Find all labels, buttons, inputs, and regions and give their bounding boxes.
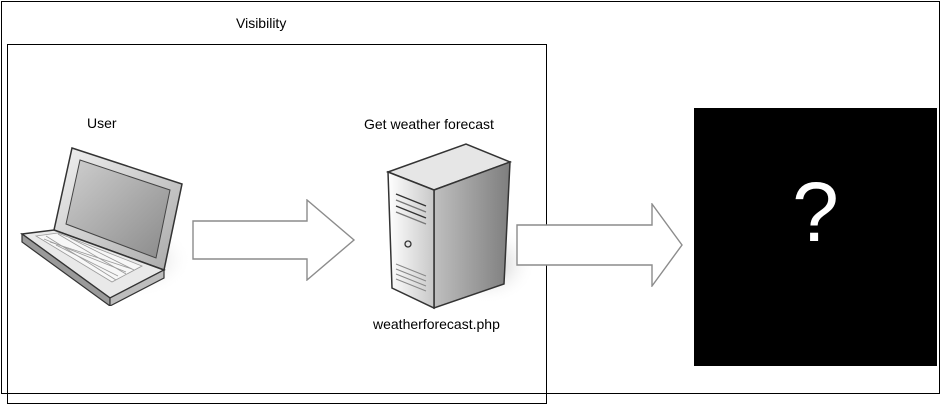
service-filename: weatherforecast.php xyxy=(373,316,500,332)
visibility-label: Visibility xyxy=(236,15,287,31)
server-vents xyxy=(395,263,427,292)
arrow-right-icon xyxy=(192,199,356,281)
server-icon xyxy=(385,143,536,310)
server-drive-bays xyxy=(395,193,427,225)
unknown-component-box: ? xyxy=(694,108,937,366)
laptop-base-front xyxy=(109,269,165,306)
outer-frame xyxy=(1,1,940,394)
laptop-keyboard xyxy=(34,232,143,283)
arrow-right-icon xyxy=(516,203,683,287)
laptop-icon xyxy=(20,147,192,306)
laptop-base-edge xyxy=(21,232,111,306)
service-label: Get weather forecast xyxy=(364,116,494,132)
user-label: User xyxy=(87,115,117,131)
question-mark: ? xyxy=(792,165,839,259)
server-front xyxy=(387,170,435,310)
server-power-light xyxy=(404,240,412,248)
laptop-screen xyxy=(65,159,171,259)
